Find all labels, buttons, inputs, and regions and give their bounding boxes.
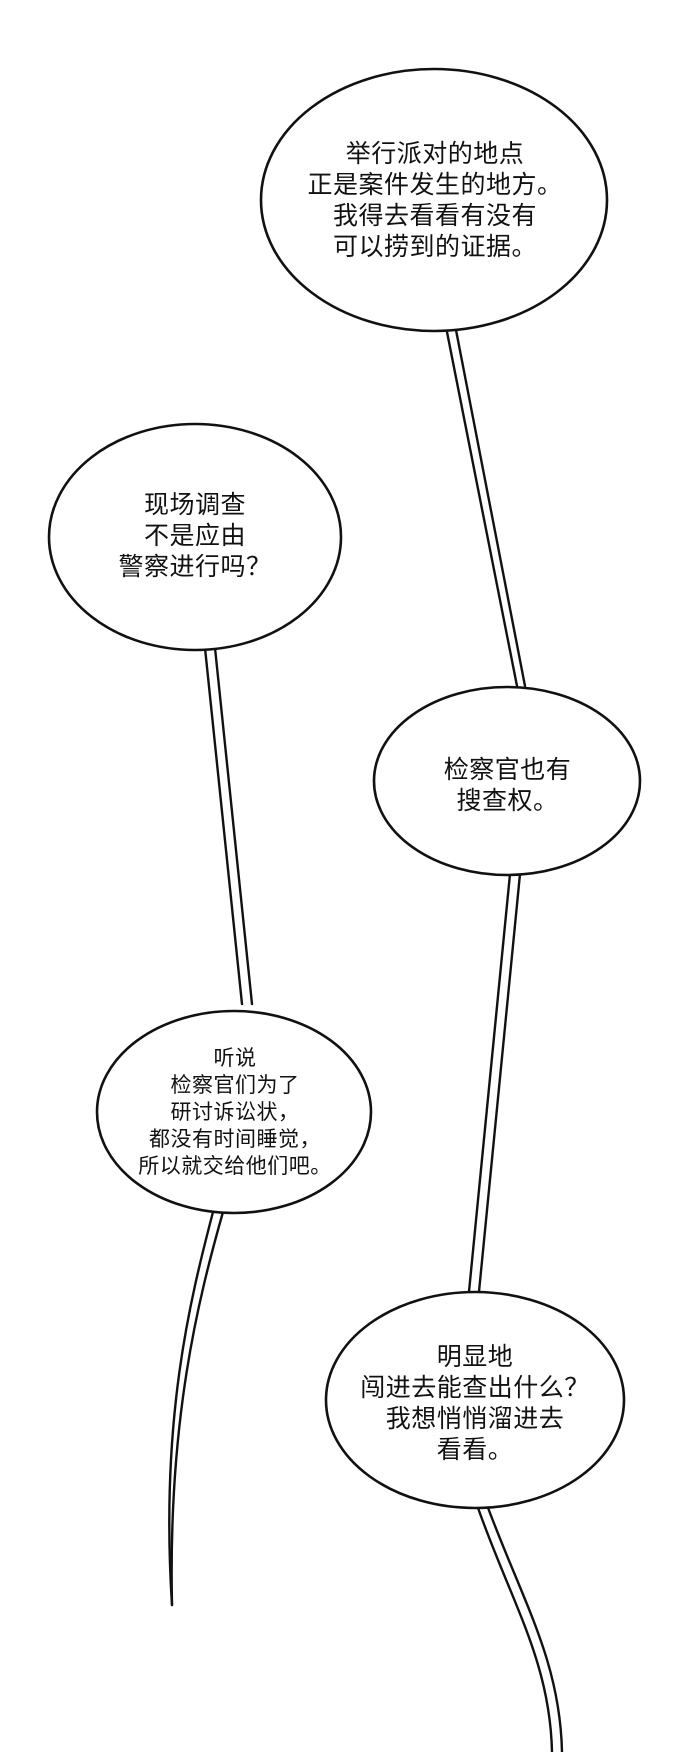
bubble-5-line: 明显地 [436, 1341, 514, 1371]
bubble-2-line: 不是应由 [143, 520, 246, 550]
bubble-1-tail [445, 330, 519, 688]
bubble-1-line: 可以捞到的证据。 [332, 232, 537, 261]
bubble-5-line: 我想悄悄溜进去 [385, 1403, 565, 1433]
bubble-1-line: 我得去看看有没有 [332, 201, 537, 230]
bubble-2-outline [47, 422, 343, 652]
bubble-2-tail [203, 646, 244, 1006]
bubble-4-line: 研讨诉讼状， [170, 1100, 300, 1124]
bubble-5-text: 明显地 闯进去能查出什么？ 我想悄悄溜进去 看看。 [345, 1335, 605, 1470]
bubble-5-tail [475, 1503, 554, 1752]
bubble-2-text: 现场调查 不是应由 警察进行吗？ [80, 480, 310, 590]
bubble-5-line: 看看。 [436, 1434, 514, 1464]
bubble-2-line: 现场调查 [143, 489, 246, 519]
bubble-2-line: 警察进行吗？ [118, 551, 272, 581]
bubble-1-text: 举行派对的地点 正是案件发生的地方。 我得去看看有没有 可以捞到的证据。 [280, 120, 590, 280]
bubble-3-line: 搜查权。 [456, 786, 559, 815]
bubble-4-line: 所以就交给他们吧。 [138, 1154, 332, 1178]
bubble-3-outline [372, 685, 642, 877]
bubble-1-line: 举行派对的地点 [345, 139, 525, 168]
bubble-4-line: 都没有时间睡觉， [149, 1127, 321, 1151]
bubble-1-line: 正是案件发生的地方。 [307, 170, 563, 199]
bubble-4-line: 检察官们为了 [170, 1073, 300, 1097]
bubble-5-outline [324, 1290, 626, 1510]
bubble-3-line: 检察官也有 [443, 755, 572, 784]
bubble-4-tail [168, 1210, 215, 1607]
bubble-1-outline [259, 67, 609, 333]
bubble-3-text: 检察官也有 搜查权。 [400, 750, 615, 820]
bubble-4-text: 听说 检察官们为了 研讨诉讼状， 都没有时间睡觉， 所以就交给他们吧。 [110, 1040, 360, 1185]
bubble-3-tail [465, 872, 512, 1314]
bubble-5-line: 闯进去能查出什么？ [360, 1372, 590, 1402]
bubble-4-line: 听说 [213, 1046, 257, 1070]
bubble-4-outline [95, 1009, 373, 1215]
